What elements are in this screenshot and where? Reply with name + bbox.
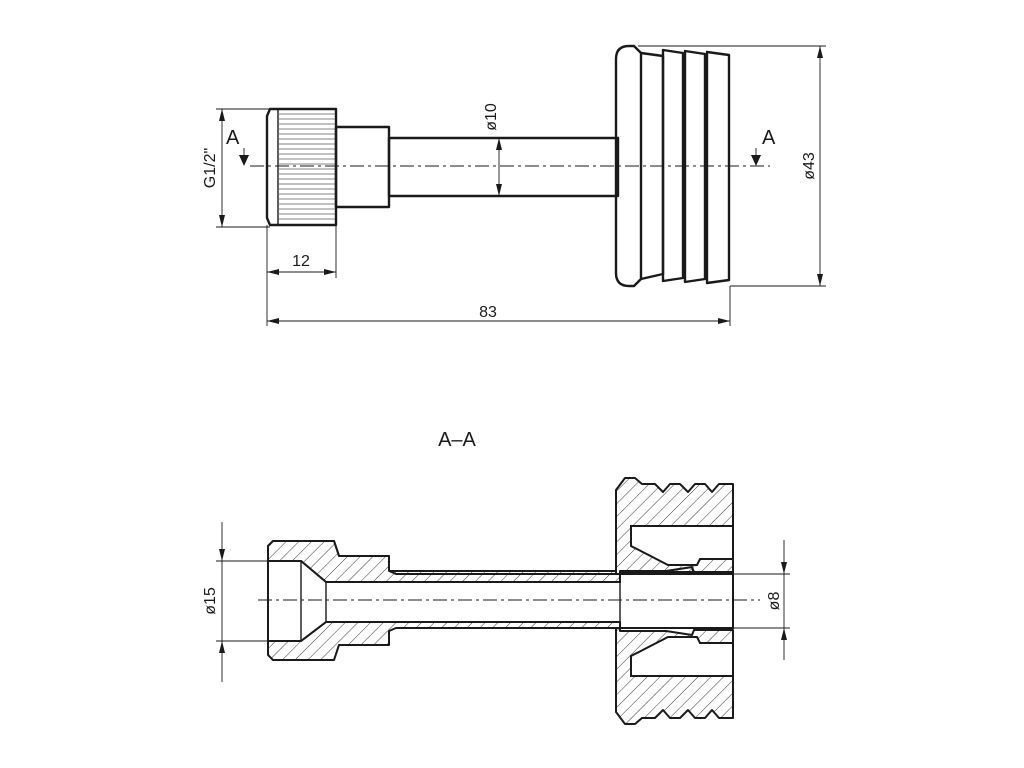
outer-diameter-label: ø43 (801, 152, 818, 180)
section-label-left: A (226, 127, 240, 149)
side-view: A A G1/2" ø10 (202, 44, 826, 326)
inlet-diameter-label: ø15 (202, 587, 219, 615)
pipe (387, 136, 620, 198)
dim-thread-length: 12 (266, 225, 337, 278)
section-title: A–A (438, 429, 476, 451)
dim-total-length: 83 (266, 278, 731, 326)
collar (334, 125, 391, 209)
dim-pipe-diameter: ø10 (483, 103, 502, 196)
section-nut-upper (267, 540, 621, 583)
threaded-nut (265, 107, 338, 227)
section-nut-lower (267, 621, 621, 661)
bore-diameter-label: ø8 (766, 592, 783, 611)
thread-size-label: G1/2" (202, 148, 219, 188)
total-length-label: 83 (479, 304, 497, 321)
dim-bore-diameter: ø8 (733, 540, 790, 660)
dim-thread-size: G1/2" (202, 108, 270, 228)
cavity-lower (630, 636, 734, 677)
dim-outer-diameter: ø43 (638, 45, 826, 287)
cavity-upper (630, 525, 734, 566)
thread-lines (279, 113, 335, 220)
section-marker-right: A (751, 127, 776, 166)
section-label-right: A (762, 127, 776, 149)
pipe-diameter-label: ø10 (483, 103, 500, 131)
finned-end (614, 44, 731, 288)
thread-length-label: 12 (292, 253, 310, 270)
section-view: ø15 ø8 (202, 477, 790, 725)
section-marker-left: A (226, 127, 249, 166)
dim-inlet-diameter: ø15 (202, 522, 301, 682)
